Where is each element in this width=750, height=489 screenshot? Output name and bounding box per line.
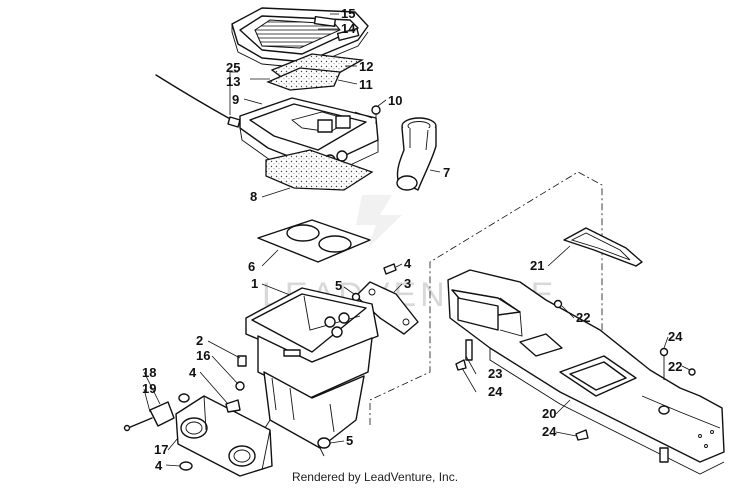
callout-19: 19: [142, 381, 156, 396]
airbox-housing: [245, 287, 379, 457]
callout-2: 2: [196, 333, 203, 348]
mounting-bracket: [355, 281, 419, 335]
callout-9: 9: [232, 92, 239, 107]
bolt-19: [123, 417, 153, 432]
screw-4-lower: [179, 461, 193, 471]
callout-6: 6: [248, 259, 255, 274]
intake-elbow: [396, 117, 437, 191]
screw-22-upper: [553, 299, 563, 309]
callout-5-upper: 5: [335, 278, 342, 293]
screw-24-left: [455, 359, 467, 371]
clip-24-bottom-right: [659, 447, 669, 463]
callout-18: 18: [142, 365, 156, 380]
screw-4-mid: [225, 399, 241, 413]
callout-1: 1: [251, 276, 258, 291]
foam-filter-lower: [266, 67, 341, 91]
screw-4-upper: [383, 263, 397, 275]
callout-20: 20: [542, 406, 556, 421]
callout-14: 14: [341, 21, 356, 36]
clip-23: [465, 339, 473, 361]
callout-24-right: 24: [668, 329, 683, 344]
callout-4-mid: 4: [189, 365, 197, 380]
leader-lines: [143, 13, 691, 467]
console-panel: [447, 269, 725, 475]
callout-23: 23: [488, 366, 502, 381]
callout-10: 10: [388, 93, 402, 108]
callout-17: 17: [154, 442, 168, 457]
callout-15: 15: [341, 6, 355, 21]
bracket-clamp-18: [149, 401, 175, 427]
callout-13: 13: [226, 74, 240, 89]
foam-filter-base: [265, 149, 374, 191]
twin-duct-inlet: [175, 395, 273, 477]
callout-24-left: 24: [488, 384, 503, 399]
watermark-logo: [356, 195, 402, 248]
callout-21: 21: [530, 258, 544, 273]
callout-7: 7: [443, 165, 450, 180]
screw-24-bottom: [575, 429, 589, 441]
callout-16: 16: [196, 348, 210, 363]
fastener-2: [237, 355, 247, 367]
render-credit: Rendered by LeadVenture, Inc.: [291, 470, 459, 484]
console-lid-frame: [563, 227, 643, 267]
callout-12: 12: [359, 59, 373, 74]
callout-4-lower: 4: [155, 458, 163, 473]
screw-24-right: [659, 347, 669, 380]
callout-22-upper: 22: [576, 310, 590, 325]
screw-10: [371, 105, 381, 124]
spacer-16: [178, 393, 190, 403]
callout-11: 11: [359, 77, 373, 92]
nut-5-lower: [317, 437, 331, 449]
callout-5-lower: 5: [346, 433, 353, 448]
callout-3: 3: [404, 276, 411, 291]
callout-4-upper: 4: [404, 256, 412, 271]
callout-25: 25: [226, 60, 240, 75]
callout-8: 8: [250, 189, 257, 204]
console-group-boundary: [369, 171, 603, 425]
callout-labels: 15 14 25 13 12 11 9 10 7 8 21 6 4 1 5 3 …: [142, 6, 683, 473]
cable: [155, 74, 241, 128]
screw-22-right: [688, 368, 696, 376]
gasket-plate: [257, 219, 371, 263]
intake-cover-top: [231, 7, 369, 69]
callout-22-right: 22: [668, 359, 682, 374]
callout-24-bottom: 24: [542, 424, 557, 439]
